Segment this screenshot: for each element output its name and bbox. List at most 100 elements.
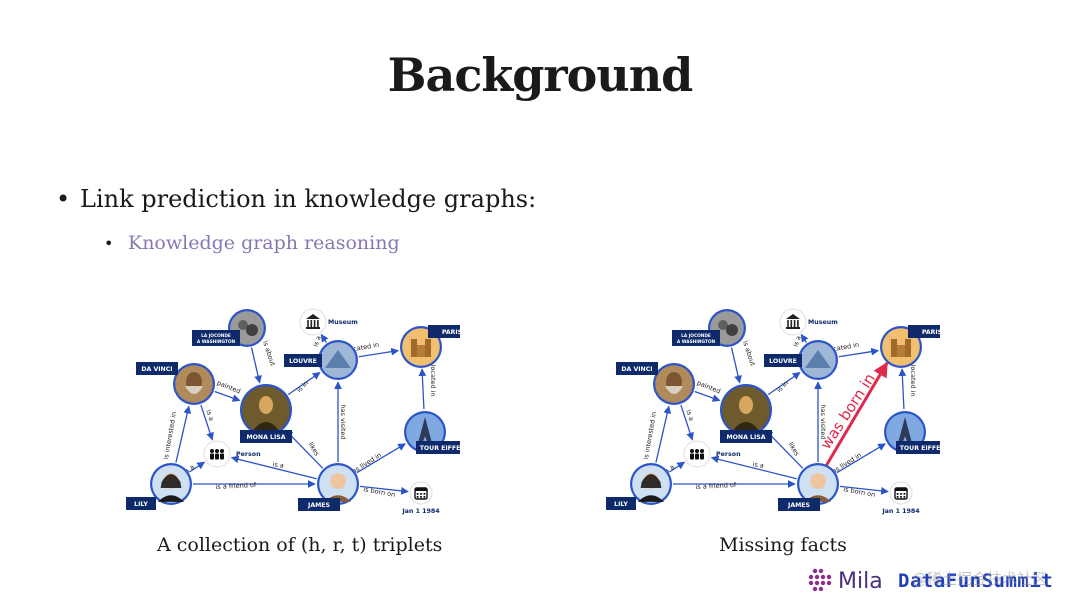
node-louvre — [798, 340, 838, 380]
svg-text:PARIS: PARIS — [442, 329, 460, 336]
svg-text:JAMES: JAMES — [787, 502, 810, 509]
edge-louvre-paris — [838, 347, 880, 358]
node-text-museum: Museum — [808, 319, 838, 326]
eiffel-tower-icon — [897, 417, 913, 447]
node-date — [889, 481, 913, 505]
edge-joconde-monalisa — [250, 347, 262, 384]
datafun-logo: DataFunSummit — [898, 570, 1054, 592]
node-label-davinci: DA VINCI — [136, 362, 178, 375]
node-label-paris: PARIS — [908, 325, 940, 338]
node-davinci — [173, 363, 215, 405]
svg-text:LA JOCONDE: LA JOCONDE — [681, 333, 711, 339]
photo-icon — [238, 320, 258, 336]
edge-label-is-a: is a — [204, 409, 215, 422]
edge-label-is-a: is a — [684, 409, 695, 422]
edge-label-is-a: is a — [272, 460, 284, 469]
missing-edge-was-born-in — [824, 361, 889, 467]
node-label-louvre: LOUVRE — [284, 354, 322, 367]
da-vinci-portrait-icon — [665, 372, 683, 394]
edge-monalisa-louvre — [767, 372, 801, 396]
people-icon — [690, 449, 704, 460]
notre-dame-icon — [891, 339, 911, 357]
museum-icon — [786, 314, 800, 329]
mila-text: Mila — [838, 568, 883, 594]
calendar-icon — [894, 487, 908, 500]
node-label-louvre: LOUVRE — [764, 354, 802, 367]
edge-label-has-visited: has visited — [339, 404, 347, 439]
svg-text:MONA LISA: MONA LISA — [726, 434, 765, 441]
node-text-person: Person — [716, 451, 741, 458]
node-museum — [299, 308, 327, 336]
svg-text:TOUR EIFFEL: TOUR EIFFEL — [420, 445, 460, 452]
subbullet-text: Knowledge graph reasoning — [128, 232, 400, 254]
node-label-davinci: DA VINCI — [616, 362, 658, 375]
node-museum — [779, 308, 807, 336]
svg-text:TOUR EIFFEL: TOUR EIFFEL — [900, 445, 940, 452]
svg-text:DA VINCI: DA VINCI — [141, 366, 172, 373]
edge-label-is-born-on: is born on — [363, 485, 396, 498]
node-label-monalisa: MONA LISA — [720, 430, 772, 443]
louvre-pyramid-icon — [805, 350, 831, 368]
bullet-dot: • — [56, 185, 71, 213]
node-person — [683, 440, 711, 468]
node-monalisa — [240, 384, 292, 436]
edge-davinci-person — [680, 404, 694, 441]
louvre-pyramid-icon — [325, 350, 351, 368]
edge-paris-toureiffel — [898, 368, 907, 410]
bullet-link-prediction: • Link prediction in knowledge graphs: — [56, 185, 536, 213]
node-label-lily: LILY — [126, 497, 156, 510]
edge-lily-person — [189, 461, 206, 473]
caption-missing-facts: Missing facts — [719, 534, 847, 556]
museum-icon — [306, 314, 320, 329]
svg-text:JAMES: JAMES — [307, 502, 330, 509]
caption-triplets: A collection of (h, r, t) triplets — [157, 534, 443, 556]
node-davinci — [653, 363, 695, 405]
node-text-date: Jan 1 1984 — [401, 508, 440, 515]
svg-text:LA JOCONDE: LA JOCONDE — [201, 333, 231, 339]
edge-label-is-located-in: is located in — [909, 357, 917, 396]
edge-louvre-museum — [320, 333, 329, 343]
node-james — [797, 463, 839, 505]
notre-dame-icon — [411, 339, 431, 357]
photo-icon — [718, 320, 738, 336]
node-text-museum: Museum — [328, 319, 358, 326]
mila-dots-icon — [808, 568, 832, 592]
edge-label-is-a-friend-of: is a friend of — [695, 481, 737, 491]
edge-label-is-about: is about — [261, 340, 277, 368]
edge-label-is-interested-in: is interested in — [642, 411, 658, 460]
avatar-icon — [637, 473, 665, 502]
edge-joconde-monalisa — [730, 347, 742, 384]
node-james — [317, 463, 359, 505]
eiffel-tower-icon — [417, 417, 433, 447]
svg-text:LOUVRE: LOUVRE — [769, 358, 797, 365]
mona-lisa-portrait-icon — [252, 396, 280, 432]
svg-text:LILY: LILY — [134, 501, 148, 508]
edge-label-is-a: is a — [752, 460, 764, 469]
node-label-toureiffel: TOUR EIFFEL — [896, 441, 940, 454]
avatar-icon — [157, 473, 185, 502]
edge-label-is-a: is a — [791, 335, 802, 348]
node-date — [409, 481, 433, 505]
edge-paris-toureiffel — [418, 368, 427, 410]
node-label-lily: LILY — [606, 497, 636, 510]
edge-label-is-a: is a — [311, 335, 322, 348]
edge-james-date — [359, 485, 409, 495]
node-label-monalisa: MONA LISA — [240, 430, 292, 443]
edge-lily-davinci — [655, 405, 672, 463]
edge-label-likes: likes — [787, 441, 801, 458]
svg-text:LILY: LILY — [614, 501, 628, 508]
edge-davinci-person — [200, 404, 214, 441]
calendar-icon — [414, 487, 428, 500]
node-person — [203, 440, 231, 468]
watermark: @稀土掘金技术社区 — [912, 570, 1048, 588]
subbullet-kg-reasoning: • Knowledge graph reasoning — [104, 232, 400, 254]
svg-text:LOUVRE: LOUVRE — [289, 358, 317, 365]
edge-louvre-museum — [800, 333, 809, 343]
edge-davinci-monalisa — [694, 390, 721, 402]
